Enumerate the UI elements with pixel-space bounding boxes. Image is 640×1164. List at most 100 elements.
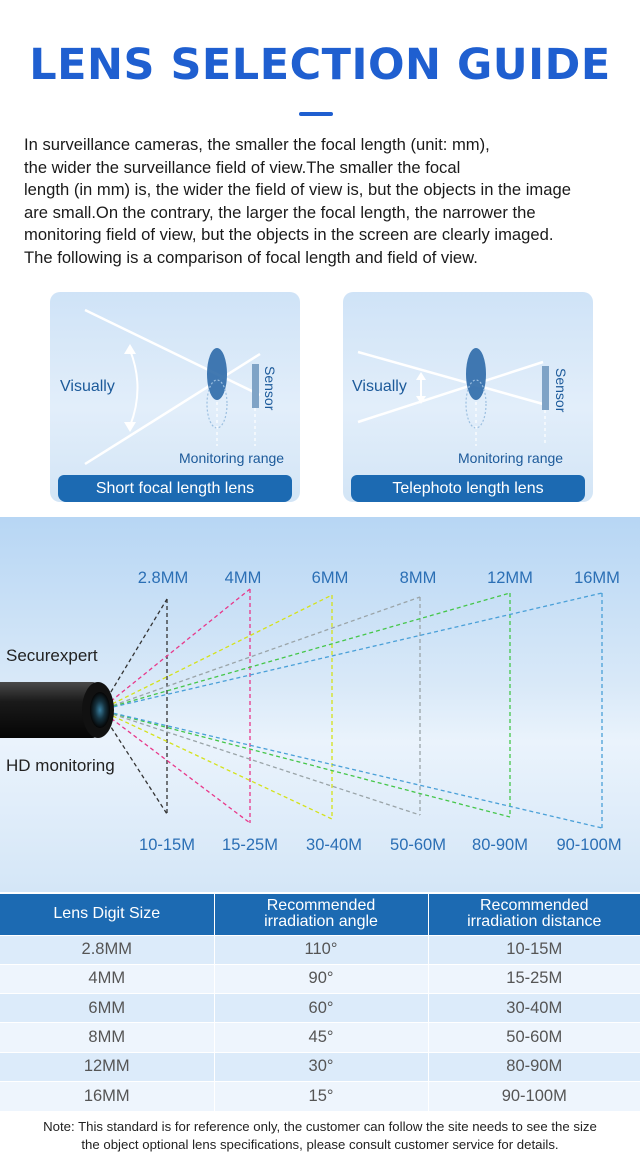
intro-paragraph: In surveillance cameras, the smaller the… [24, 134, 624, 269]
height-arrow-top [416, 372, 426, 380]
title-underline [299, 112, 333, 116]
fov-ray-bottom [99, 709, 603, 829]
visually-label: Visually [352, 378, 407, 395]
fov-ray-bottom [99, 709, 421, 816]
visually-label: Visually [60, 378, 115, 395]
telephoto-card: Visually Sensor Monitoring range Telepho… [343, 292, 593, 502]
cell-size: 12MM [0, 1051, 215, 1082]
brand-label-top: Securexpert [6, 646, 98, 665]
cell-size: 16MM [0, 1080, 215, 1111]
header-text: Recommended [480, 897, 589, 915]
telephoto-caption: Telephoto length lens [351, 475, 585, 502]
page-title: LENS SELECTION GUIDE [29, 40, 611, 90]
cell-distance: 50-60M [428, 1022, 640, 1053]
sensor-plate [542, 366, 549, 410]
ray-upper [357, 350, 544, 406]
cell-size: 8MM [0, 1022, 215, 1053]
height-arrow-bottom [416, 396, 426, 404]
cell-distance: 30-40M [428, 993, 640, 1023]
telephoto-diagram [357, 348, 549, 446]
focal-label: 6MM [311, 569, 349, 587]
cell-distance: 10-15M [428, 934, 640, 965]
table-row: 12MM 30° 80-90M [0, 1051, 640, 1082]
cell-distance: 80-90M [428, 1051, 640, 1082]
lens-reflection [206, 379, 228, 429]
ray-lower [84, 352, 261, 466]
angle-arc [129, 349, 139, 427]
cell-angle: 30° [214, 1051, 429, 1082]
camera-lens [90, 692, 110, 728]
cell-distance: 90-100M [428, 1080, 640, 1111]
sensor-plate [252, 364, 259, 408]
cell-distance: 15-25M [428, 963, 640, 994]
fov-ray-top [99, 588, 251, 711]
fov-ray-top [99, 592, 511, 711]
fov-ray-bottom [99, 709, 511, 818]
sensor-label: Sensor [262, 366, 278, 411]
cell-angle: 60° [214, 993, 429, 1023]
table-row: 6MM 60° 30-40M [0, 993, 640, 1023]
fov-ray-bottom [99, 709, 251, 824]
lens-shape [466, 348, 486, 400]
distance-label: 90-100M [556, 836, 622, 854]
intro-line: length (in mm) is, the wider the field o… [24, 180, 571, 199]
arc-arrow-bottom [124, 422, 136, 432]
ray-upper [84, 308, 261, 397]
focal-label: 8MM [399, 569, 437, 587]
intro-line: the wider the surveillance field of view… [24, 157, 461, 177]
intro-line: The following is a comparison of focal l… [24, 247, 478, 267]
distance-label: 10-15M [139, 836, 195, 854]
cell-size: 4MM [0, 963, 215, 994]
cell-angle: 110° [214, 934, 429, 965]
short-focal-caption: Short focal length lens [58, 475, 292, 502]
fov-ray-top [99, 598, 168, 711]
header-text: irradiation distance [467, 913, 602, 931]
header-lens-size: Lens Digit Size [0, 894, 215, 935]
focal-label: 12MM [487, 569, 533, 587]
focal-label: 2.8MM [137, 569, 189, 587]
fov-lines [0, 588, 603, 829]
table-row: 16MM 15° 90-100M [0, 1080, 640, 1111]
table-row: 4MM 90° 15-25M [0, 963, 640, 994]
table-row: 2.8MM 110° 10-15M [0, 934, 640, 965]
cell-angle: 90° [214, 963, 429, 994]
distance-label: 80-90M [472, 836, 528, 854]
cell-angle: 15° [214, 1080, 429, 1111]
brand-label-bottom: HD monitoring [6, 756, 115, 775]
intro-line: are small.On the contrary, the larger th… [24, 202, 536, 222]
arc-arrow-top [124, 344, 136, 354]
camera-body [0, 682, 100, 738]
intro-line: monitoring field of view, but the object… [24, 225, 554, 244]
lens-shape [207, 348, 227, 400]
note-line: the object optional lens specifications,… [81, 1137, 559, 1152]
short-focal-diagram [84, 308, 261, 466]
footer-note: Note: This standard is for reference onl… [0, 1118, 640, 1154]
ray-lower [357, 360, 544, 424]
monitoring-range-label: Monitoring range [179, 450, 285, 466]
focal-label: 4MM [224, 569, 262, 587]
fov-ray-bottom [99, 709, 333, 820]
fov-ray-top [99, 596, 421, 711]
field-of-view-diagram: Securexpert HD monitoring 2.8MM 4MM 6MM … [0, 517, 640, 892]
header-text: irradiation angle [264, 913, 378, 931]
cell-size: 2.8MM [0, 934, 215, 965]
note-line: Note: This standard is for reference onl… [43, 1119, 597, 1134]
distance-label: 15-25M [222, 836, 278, 854]
table-row: 8MM 45° 50-60M [0, 1022, 640, 1053]
cell-size: 6MM [0, 993, 215, 1023]
intro-line: In surveillance cameras, the smaller the… [24, 135, 490, 154]
short-focal-card: Visually Sensor Monitoring range Short f… [50, 292, 300, 502]
lens-reflection [465, 379, 487, 429]
distance-label: 50-60M [390, 836, 446, 854]
distance-label: 30-40M [306, 836, 362, 854]
header-text: Lens Digit Size [53, 905, 161, 923]
fov-ray-top [99, 592, 603, 711]
cell-angle: 45° [214, 1022, 429, 1053]
focal-label: 16MM [574, 569, 620, 587]
fov-ray-top [99, 594, 333, 711]
monitoring-range-label: Monitoring range [458, 450, 564, 466]
header-text: Recommended [266, 897, 376, 915]
